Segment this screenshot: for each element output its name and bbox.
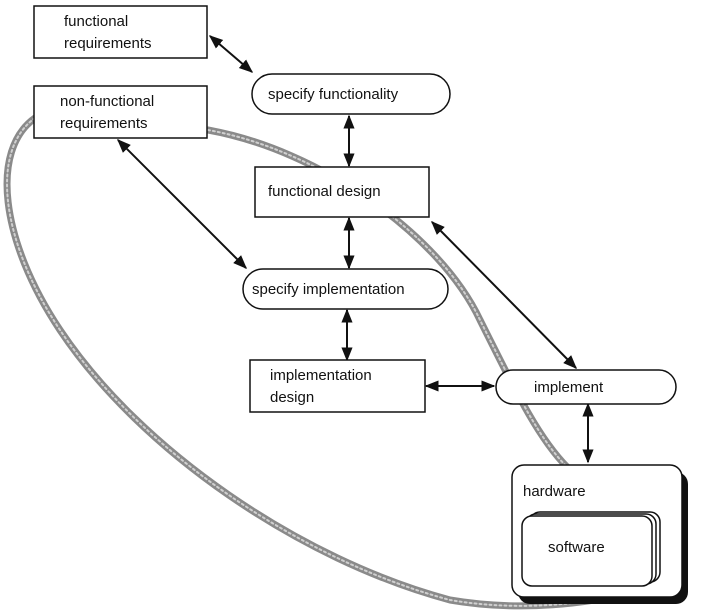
specify-implementation-label: specify implementation <box>252 281 405 298</box>
implementation-design-box: implementation design <box>249 359 426 413</box>
software-label: software <box>548 539 605 556</box>
implement-label: implement <box>534 379 604 396</box>
software-box: software <box>521 511 661 587</box>
arrow-func-design-to-implement <box>431 221 577 369</box>
non-functional-requirements-line-2: requirements <box>60 115 148 132</box>
implementation-design-line-2: design <box>270 389 314 406</box>
non-functional-requirements-box: non-functional requirements <box>33 85 208 139</box>
non-functional-requirements-line-1: non-functional <box>60 93 154 110</box>
functional-requirements-line-1: functional <box>64 13 128 30</box>
implementation-design-line-1: implementation <box>270 367 372 384</box>
specify-implementation-node: specify implementation <box>242 268 449 310</box>
connector-arrows <box>117 35 594 464</box>
implement-node: implement <box>495 369 677 405</box>
arrow-nonfunc-req-to-specify-impl <box>117 139 247 269</box>
functional-requirements-line-2: requirements <box>64 35 152 52</box>
specify-functionality-node: specify functionality <box>251 73 451 115</box>
arrow-func-req-to-specify-func <box>208 35 254 73</box>
specify-functionality-label: specify functionality <box>268 86 399 103</box>
functional-requirements-box: functional requirements <box>33 5 208 59</box>
hardware-box: hardware software <box>511 464 688 604</box>
functional-design-label: functional design <box>268 183 381 200</box>
functional-design-box: functional design <box>254 166 430 218</box>
hardware-label: hardware <box>523 483 586 500</box>
